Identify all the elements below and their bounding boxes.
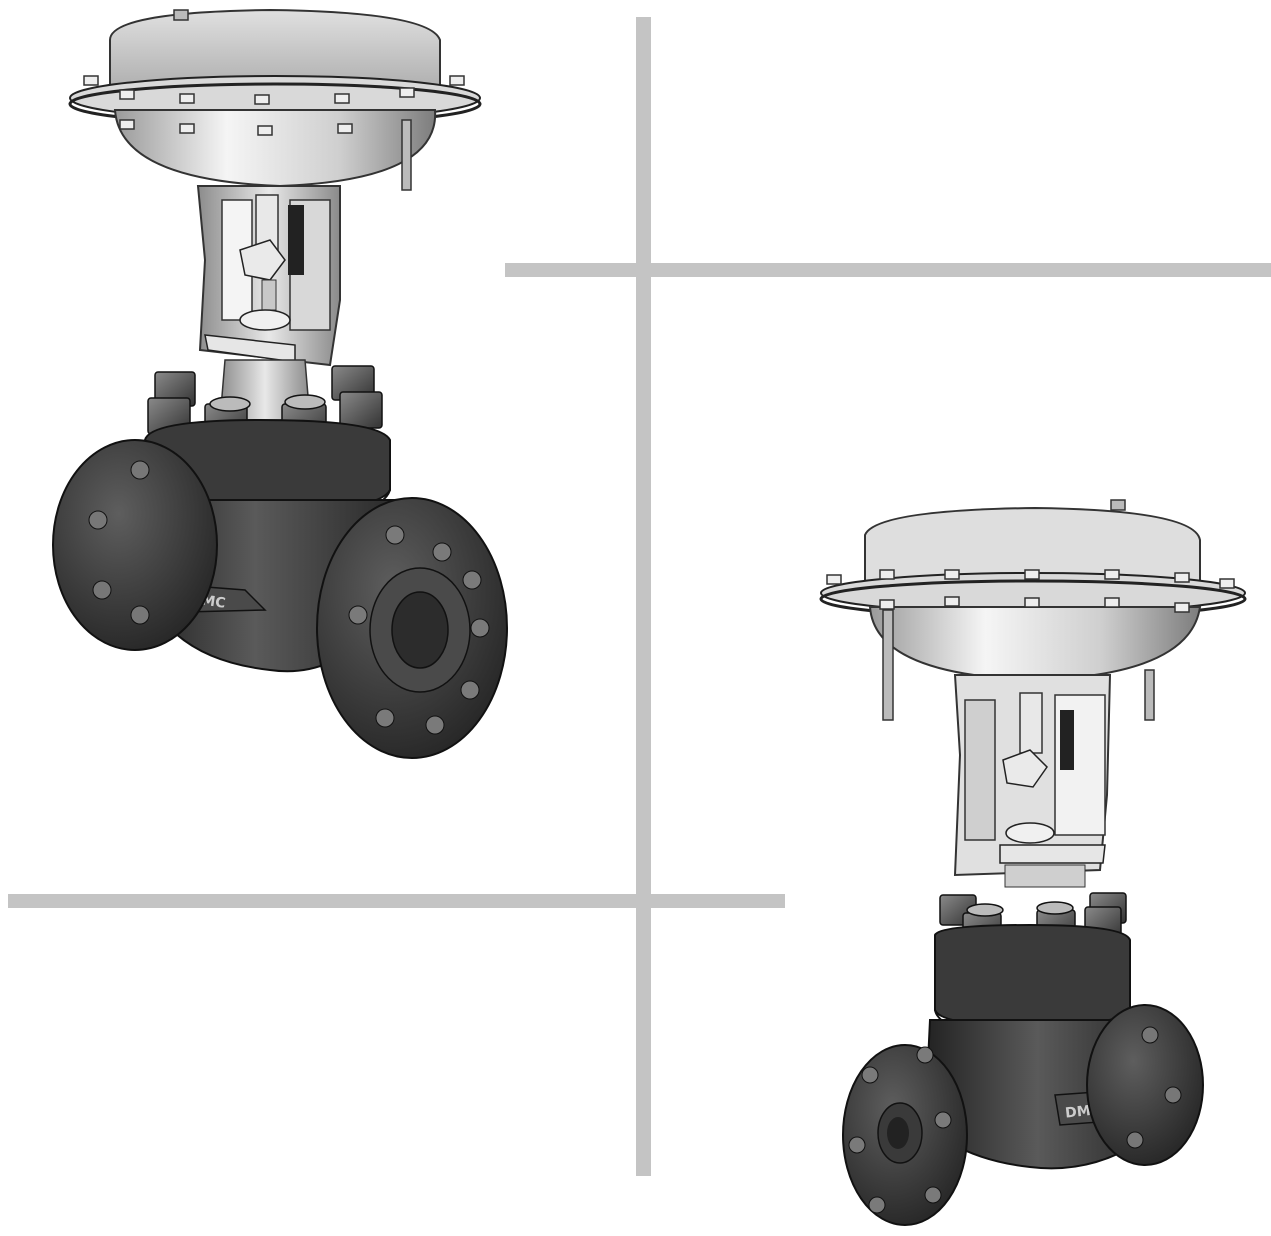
divider-vertical xyxy=(636,17,651,1176)
actuator-diaphragm-housing xyxy=(68,8,482,191)
control-valve-illustration-small: DMC xyxy=(819,499,1247,1226)
flange-right xyxy=(1086,1004,1204,1166)
flange-right xyxy=(316,497,508,759)
yoke xyxy=(196,185,341,367)
control-valve-illustration-large: DMC xyxy=(52,8,508,759)
divider-horizontal-lower xyxy=(8,894,785,908)
yoke xyxy=(953,674,1112,888)
flange-bolts-upper xyxy=(83,75,465,136)
flange-bolts-upper xyxy=(826,569,1235,613)
flange-left xyxy=(52,439,218,651)
flange-left xyxy=(842,1044,968,1226)
divider-horizontal-upper xyxy=(505,263,1271,277)
